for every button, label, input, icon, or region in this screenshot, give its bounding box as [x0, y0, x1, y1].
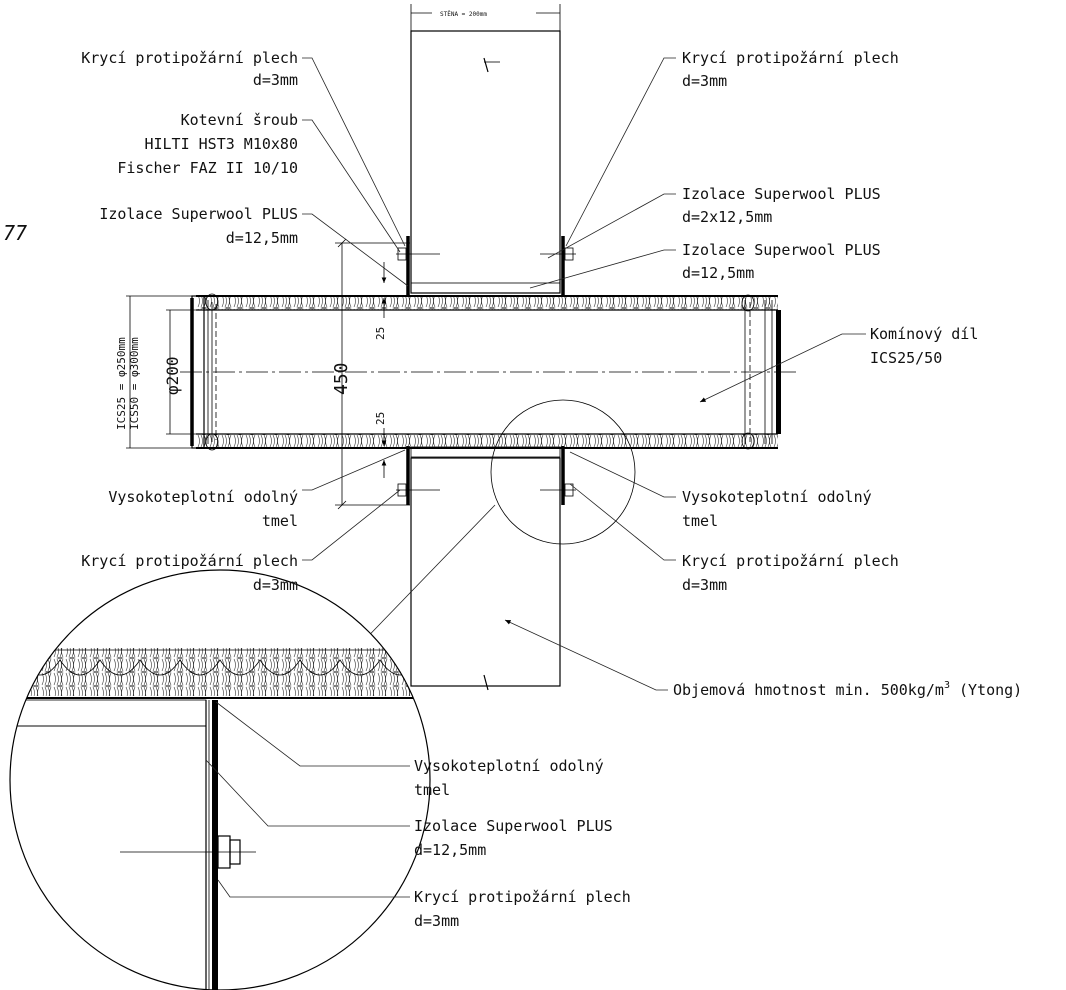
label-left-insulation: Izolace Superwool PLUS d=12,5mm	[99, 205, 298, 247]
label-chimney-part: Komínový díl ICS25/50	[870, 325, 978, 367]
dim-phi-200: φ200	[163, 356, 182, 395]
detail-view	[10, 570, 430, 990]
label-left-sealant: Vysokoteplotní odolný tmel	[108, 488, 298, 530]
label-line: Kotevní šroub	[181, 111, 298, 129]
label-line: ICS25/50	[870, 349, 942, 367]
label-line: d=3mm	[253, 576, 298, 594]
cover-plates	[406, 236, 565, 505]
label-line: d=3mm	[682, 576, 727, 594]
label-line: Krycí protipožární plech	[414, 888, 631, 906]
label-line: Vysokoteplotní odolný	[682, 488, 872, 506]
wall-insulation-top	[410, 282, 561, 294]
detail-leader-lines	[205, 701, 410, 898]
label-line: Krycí protipožární plech	[81, 552, 298, 570]
wall-upper	[410, 4, 561, 294]
label-detail-sealant: Vysokoteplotní odolný tmel	[414, 757, 604, 799]
detail-circle-outline	[9, 569, 431, 990]
density-exponent: 3	[944, 680, 950, 691]
label-line: tmel	[262, 512, 298, 530]
dimension-lines	[126, 238, 410, 510]
corner-mark: 77	[3, 221, 27, 245]
label-line: d=3mm	[253, 71, 298, 89]
dim-25-top: 25	[374, 327, 387, 340]
label-line: d=3mm	[414, 912, 459, 930]
density-prefix: Objemová hmotnost min. 500kg/m	[673, 681, 944, 699]
label-right-insulation-single: Izolace Superwool PLUS d=12,5mm	[682, 241, 881, 282]
label-right-sealant: Vysokoteplotní odolný tmel	[682, 488, 872, 530]
dim-ics25: ICS25 = φ250mm	[115, 337, 128, 430]
label-left-top-plate: Krycí protipožární plech d=3mm	[81, 49, 298, 89]
leader-lines	[302, 57, 866, 691]
label-line: Vysokoteplotní odolný	[414, 757, 604, 775]
label-detail-insulation: Izolace Superwool PLUS d=12,5mm	[414, 817, 613, 859]
chimney-pipe	[190, 293, 781, 451]
label-line: Komínový díl	[870, 325, 978, 343]
label-right-insulation-double: Izolace Superwool PLUS d=2x12,5mm	[682, 185, 881, 226]
label-line: d=2x12,5mm	[682, 208, 772, 226]
label-line: d=3mm	[682, 72, 727, 90]
label-line: Krycí protipožární plech	[682, 552, 899, 570]
label-line: d=12,5mm	[226, 229, 298, 247]
label-line: Izolace Superwool PLUS	[682, 241, 881, 259]
detail-reference-circle	[490, 399, 636, 545]
wall-dimension: STĚNA = 200mm	[411, 8, 560, 18]
wall-lower	[410, 457, 561, 691]
label-line: d=12,5mm	[682, 264, 754, 282]
label-line: d=12,5mm	[414, 841, 486, 859]
label-line: Izolace Superwool PLUS	[682, 185, 881, 203]
label-line: HILTI HST3 M10x80	[144, 135, 298, 153]
label-density-text: Objemová hmotnost min. 500kg/m3 (Ytong)	[673, 680, 1022, 699]
label-detail-plate: Krycí protipožární plech d=3mm	[414, 888, 631, 930]
label-line: Krycí protipožární plech	[682, 49, 899, 67]
label-density: Objemová hmotnost min. 500kg/m3 (Ytong)	[673, 680, 1022, 699]
label-line: tmel	[682, 512, 718, 530]
anchor-bolts	[396, 247, 576, 497]
label-line: Izolace Superwool PLUS	[414, 817, 613, 835]
dim-ics50: ICS50 = φ300mm	[128, 337, 141, 430]
label-line: Vysokoteplotní odolný	[108, 488, 298, 506]
label-right-top-plate: Krycí protipožární plech d=3mm	[682, 49, 899, 90]
wall-dimension-text: STĚNA = 200mm	[440, 10, 487, 18]
density-suffix: (Ytong)	[950, 681, 1022, 699]
dim-450: 450	[331, 362, 352, 395]
label-line: Krycí protipožární plech	[81, 49, 298, 67]
dim-25-bottom: 25	[374, 412, 387, 425]
label-right-bottom-plate: Krycí protipožární plech d=3mm	[682, 552, 899, 594]
label-line: Fischer FAZ II 10/10	[117, 159, 298, 177]
label-line: tmel	[414, 781, 450, 799]
label-left-bottom-plate: Krycí protipožární plech d=3mm	[81, 552, 298, 594]
label-line: Izolace Superwool PLUS	[99, 205, 298, 223]
label-left-anchor: Kotevní šroub HILTI HST3 M10x80 Fischer …	[117, 111, 298, 177]
